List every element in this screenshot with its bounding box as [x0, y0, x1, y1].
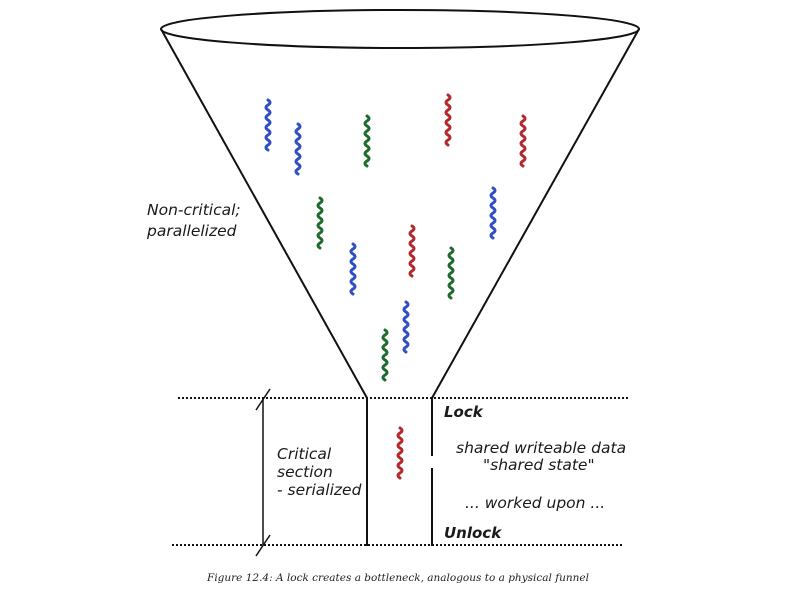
thread-squiggle-blue	[349, 242, 357, 296]
thread-squiggle-red	[519, 114, 527, 168]
thread-squiggle-red	[396, 426, 404, 480]
thread-squiggle-blue	[294, 122, 302, 176]
critical-bracket-top-tick	[255, 388, 271, 411]
critical-label-line1: Critical	[277, 445, 332, 463]
noncritical-label-line1: Non-critical;	[147, 201, 241, 219]
noncritical-label-line2: parallelized	[147, 222, 237, 240]
thread-squiggle-green	[447, 246, 455, 300]
shared-state-label: "shared state"	[483, 456, 595, 474]
critical-label-line3: - serialized	[277, 481, 362, 499]
funnel-right-wall	[431, 28, 640, 399]
unlock-label: Unlock	[444, 524, 502, 542]
worked-upon-label: ... worked upon ...	[465, 494, 606, 512]
lock-label: Lock	[444, 403, 483, 421]
funnel-rim	[160, 9, 640, 49]
thread-squiggle-green	[381, 328, 389, 382]
thread-squiggle-green	[316, 196, 324, 250]
thread-squiggle-blue	[489, 186, 497, 240]
thread-squiggle-green	[363, 114, 371, 168]
figure-caption: Figure 12.4: A lock creates a bottleneck…	[207, 572, 589, 584]
shared-data-label: shared writeable data	[456, 439, 627, 457]
thread-squiggle-red	[408, 224, 416, 278]
thread-squiggle-blue	[264, 98, 272, 152]
critical-label-line2: section	[277, 463, 333, 481]
funnel-left-wall	[160, 28, 368, 399]
critical-bracket-bottom-tick	[255, 534, 271, 557]
threads-group	[264, 93, 527, 480]
thread-squiggle-blue	[402, 300, 410, 354]
thread-squiggle-red	[444, 93, 452, 147]
